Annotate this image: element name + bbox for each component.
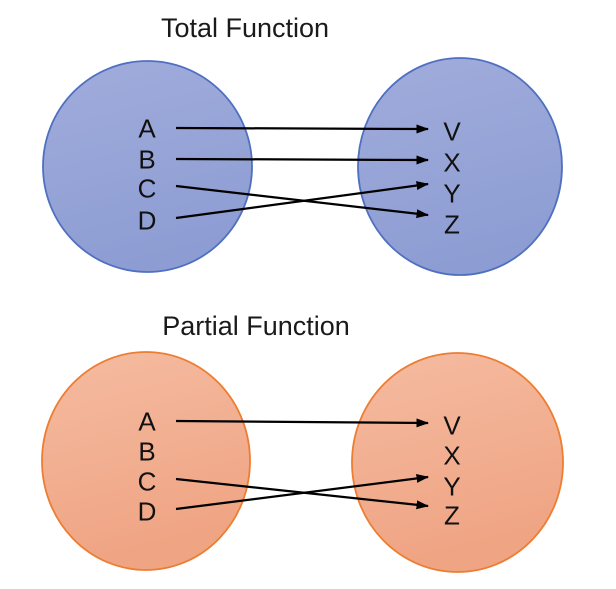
mapping-arrow-B-to-X <box>175 155 429 165</box>
total-function-domain-set-ellipse <box>42 60 253 273</box>
domain-element-C: C <box>138 467 157 497</box>
domain-element-B: B <box>138 145 155 175</box>
domain-element-D: D <box>138 206 157 236</box>
domain-element-B: B <box>138 437 155 467</box>
codomain-element-Y: Y <box>443 472 460 502</box>
domain-element-D: D <box>138 497 157 527</box>
partial-function-title: Partial Function <box>162 311 350 341</box>
domain-element-C: C <box>138 174 157 204</box>
codomain-element-V: V <box>443 411 461 441</box>
codomain-element-X: X <box>443 148 460 178</box>
codomain-element-V: V <box>443 117 461 147</box>
domain-element-A: A <box>138 407 156 437</box>
mapping-arrow-D-to-Y <box>175 473 429 511</box>
domain-element-A: A <box>138 114 156 144</box>
codomain-element-Z: Z <box>444 501 460 531</box>
codomain-element-Y: Y <box>443 179 460 209</box>
mapping-arrow-D-to-Y <box>175 181 429 220</box>
mapping-arrow-A-to-V <box>175 418 429 428</box>
total-function-codomain-set-ellipse <box>357 57 563 276</box>
mapping-arrow-A-to-V <box>175 124 429 134</box>
partial-function-domain-set-ellipse <box>41 351 251 571</box>
total-function-title: Total Function <box>160 13 330 43</box>
codomain-element-Z: Z <box>444 210 460 240</box>
partial-function-codomain-set-ellipse <box>351 352 564 573</box>
codomain-element-X: X <box>443 441 460 471</box>
